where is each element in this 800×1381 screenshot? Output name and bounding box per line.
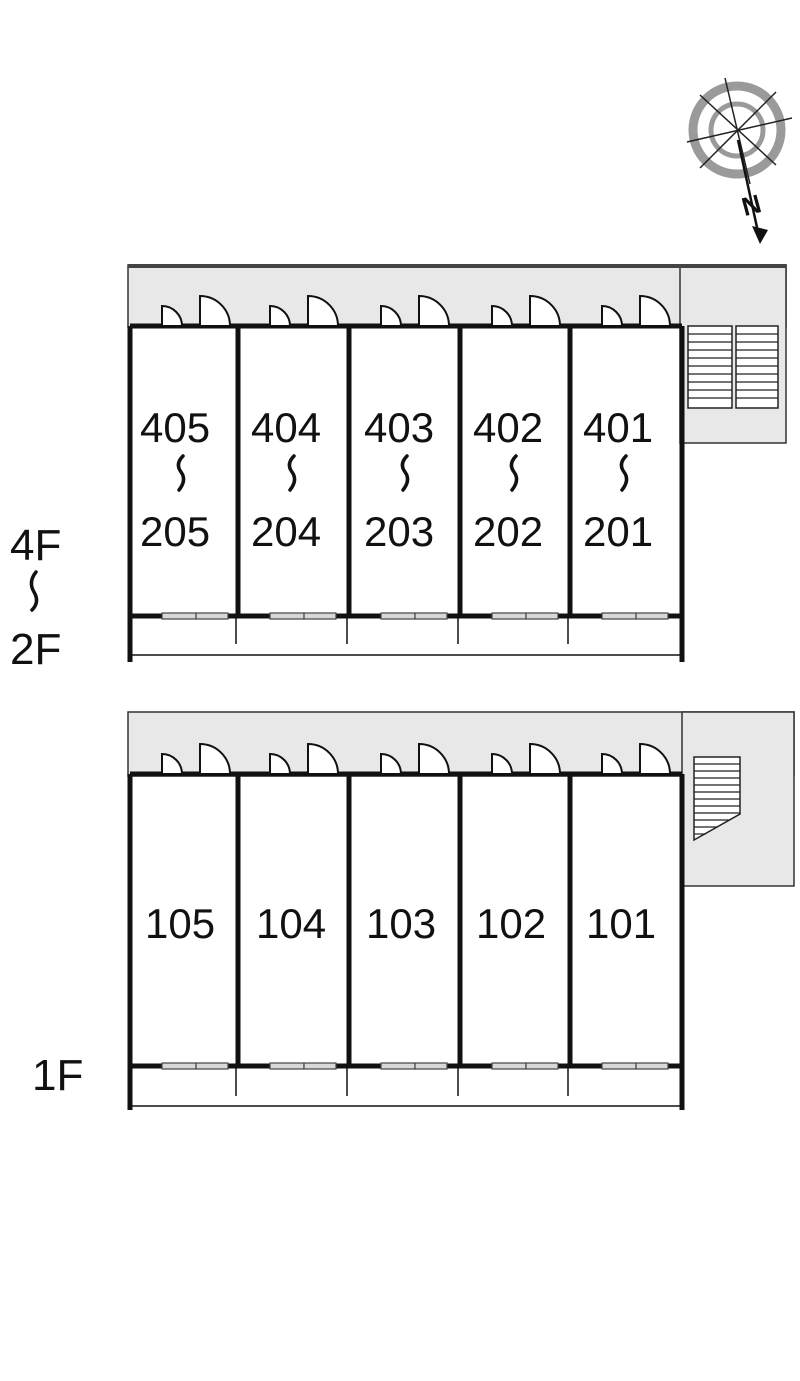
balcony-window — [635, 1062, 669, 1070]
entrance-door — [199, 294, 232, 327]
unit-label-401: 401 — [583, 404, 653, 451]
unit-label-204: 204 — [251, 508, 321, 555]
balcony-window — [601, 1062, 637, 1070]
balcony-window — [414, 612, 448, 620]
entrance-door-small — [491, 304, 514, 327]
entrance-door-small — [161, 304, 184, 327]
unit-label-201: 201 — [583, 508, 653, 555]
balcony-window — [303, 1062, 337, 1070]
floor-range-tilde — [29, 570, 39, 612]
balcony-window — [525, 1062, 559, 1070]
entrance-door — [199, 742, 232, 775]
entrance-door — [529, 294, 562, 327]
ground-floor-plan: 105 104 103 102 101 1F — [32, 711, 795, 1110]
entrance-door-small — [380, 752, 403, 775]
entrance-door-small — [269, 304, 292, 327]
unit-label-104: 104 — [256, 900, 326, 947]
entrance-door-small — [601, 752, 624, 775]
unit-label-404: 404 — [251, 404, 321, 451]
compass-rose: N — [686, 77, 793, 244]
entrance-door-small — [380, 304, 403, 327]
entrance-door — [639, 742, 672, 775]
balcony-window — [161, 612, 197, 620]
balcony-window — [414, 1062, 448, 1070]
floor-label-4f: 4F — [10, 521, 61, 570]
entrance-door-small — [491, 752, 514, 775]
balcony-window — [525, 612, 559, 620]
entrance-door — [529, 742, 562, 775]
balcony-window — [195, 612, 229, 620]
floor-label-2f: 2F — [10, 625, 61, 674]
entrance-door-small — [601, 304, 624, 327]
unit-label-405: 405 — [140, 404, 210, 451]
balcony-window — [269, 1062, 305, 1070]
unit-label-203: 203 — [364, 508, 434, 555]
compass-north-label: N — [738, 188, 764, 222]
unit-label-202: 202 — [473, 508, 543, 555]
entrance-door — [418, 294, 451, 327]
balcony-window — [269, 612, 305, 620]
floor-label-1f: 1F — [32, 1051, 83, 1100]
entrance-door-small — [269, 752, 292, 775]
unit-label-402: 402 — [473, 404, 543, 451]
balcony-window — [635, 612, 669, 620]
unit-label-205: 205 — [140, 508, 210, 555]
range-tilde-marks — [176, 454, 629, 492]
balcony-window — [491, 612, 527, 620]
balcony-window — [380, 612, 416, 620]
unit-label-105: 105 — [145, 900, 215, 947]
entrance-door — [639, 294, 672, 327]
upper-staircase — [687, 325, 779, 409]
entrance-door — [418, 742, 451, 775]
unit-label-101: 101 — [586, 900, 656, 947]
entrance-door-small — [161, 752, 184, 775]
entrance-door — [307, 294, 340, 327]
balcony-window — [303, 612, 337, 620]
unit-label-103: 103 — [366, 900, 436, 947]
balcony-window — [491, 1062, 527, 1070]
unit-label-403: 403 — [364, 404, 434, 451]
entrance-door — [307, 742, 340, 775]
balcony-window — [380, 1062, 416, 1070]
unit-label-102: 102 — [476, 900, 546, 947]
ground-staircase — [693, 756, 741, 842]
upper-floors-plan: 405 404 403 402 401 205 204 203 202 201 … — [10, 264, 787, 674]
balcony-window — [161, 1062, 197, 1070]
balcony-window — [195, 1062, 229, 1070]
balcony-window — [601, 612, 637, 620]
